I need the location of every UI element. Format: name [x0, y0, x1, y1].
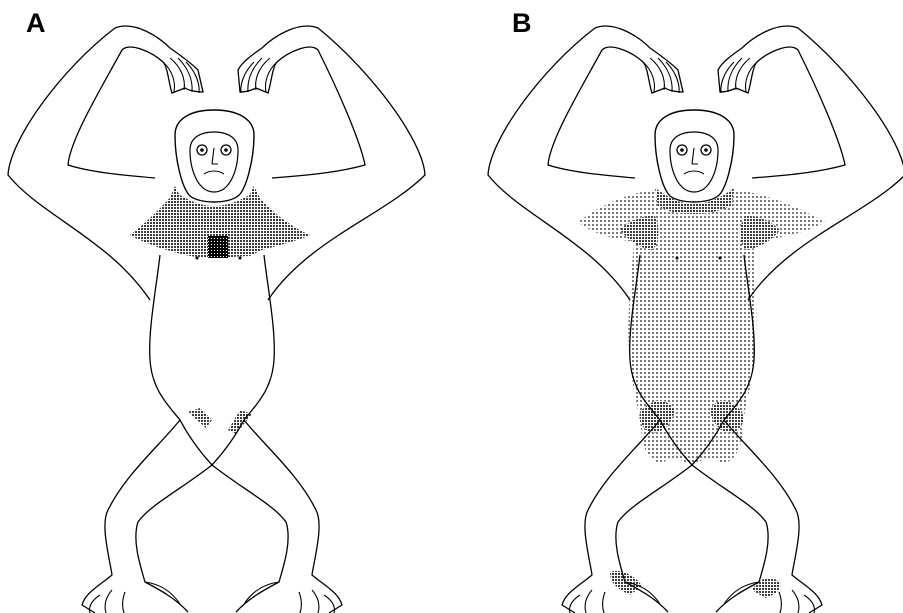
neck-right-shading-a [247, 186, 260, 200]
gibbon-diagram-b [480, 0, 903, 613]
torso-light-shading-b [578, 190, 825, 465]
panel-a: A [0, 0, 440, 613]
groin-right-shading-a [228, 410, 252, 434]
gibbon-diagram-a [0, 0, 440, 613]
neck-left-shading-a [170, 186, 182, 200]
panel-b: B [480, 0, 903, 613]
sternum-patch-a [208, 236, 228, 258]
foot-right-shading-b [752, 578, 780, 598]
groin-left-shading-a [188, 408, 212, 428]
